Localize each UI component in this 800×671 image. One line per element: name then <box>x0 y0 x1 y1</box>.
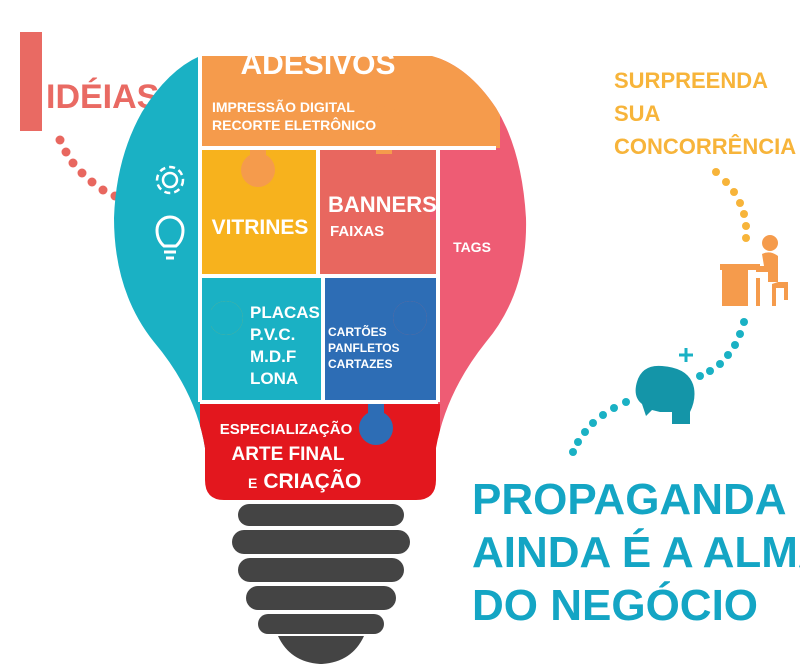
especializacao-piece <box>200 404 440 500</box>
especializacao-e: E <box>248 475 257 491</box>
dotted-trail-right-top <box>712 168 750 242</box>
tagline-right-line-3: CONCORRÊNCIA <box>614 134 796 159</box>
especializacao-line-3: E CRIAÇÃO <box>248 470 361 493</box>
puzzle-knobs <box>196 106 480 445</box>
placas-piece <box>200 278 322 402</box>
placas-line-2: P.V.C. <box>250 325 295 344</box>
adesivos-line-1: IMPRESSÃO DIGITAL <box>212 98 355 115</box>
ideas-title: IDÉIAS <box>46 78 159 116</box>
gear-icon <box>155 165 185 195</box>
placas-line-1: PLACAS <box>250 303 320 322</box>
especializacao-line-2: ARTE FINAL <box>232 444 345 465</box>
cartoes-piece <box>324 278 438 402</box>
ideas-accent-bar <box>20 32 42 131</box>
cartoes-line-3: CARTAZES <box>328 357 392 371</box>
especializacao-criacao: CRIAÇÃO <box>263 470 361 493</box>
bulb-base <box>232 504 410 664</box>
dotted-trail-right-bottom <box>569 318 748 456</box>
tagline-bottom-line-2: AINDA É A ALMA <box>472 527 800 577</box>
tagline-bottom-line-1: PROPAGANDA <box>472 475 787 524</box>
cartoes-line-2: PANFLETOS <box>328 341 400 355</box>
piece-separators <box>198 56 496 404</box>
lightbulb-icon <box>155 215 185 260</box>
adesivos-line-2: RECORTE ELETRÔNICO <box>212 116 376 133</box>
especializacao-line-1: ESPECIALIZAÇÃO <box>220 420 353 438</box>
banners-title: BANNERS <box>328 192 437 217</box>
banners-sub: FAIXAS <box>330 223 384 240</box>
vitrines-title: VITRINES <box>212 216 309 239</box>
placas-line-3: M.D.F <box>250 347 296 366</box>
cartoes-line-1: CARTÕES <box>328 324 387 339</box>
tagline-right-line-2: SUA <box>614 101 661 126</box>
head-plus-icon <box>635 348 695 424</box>
tags-title: TAGS <box>453 239 491 255</box>
adesivos-title: ADESIVOS <box>240 48 395 81</box>
banners-piece <box>320 150 438 274</box>
placas-line-4: LONA <box>250 369 298 388</box>
tagline-right-line-1: SURPREENDA <box>614 68 768 93</box>
person-at-desk-icon <box>720 235 788 306</box>
adesivos-piece <box>200 56 500 148</box>
tagline-bottom-line-3: DO NEGÓCIO <box>472 580 758 630</box>
